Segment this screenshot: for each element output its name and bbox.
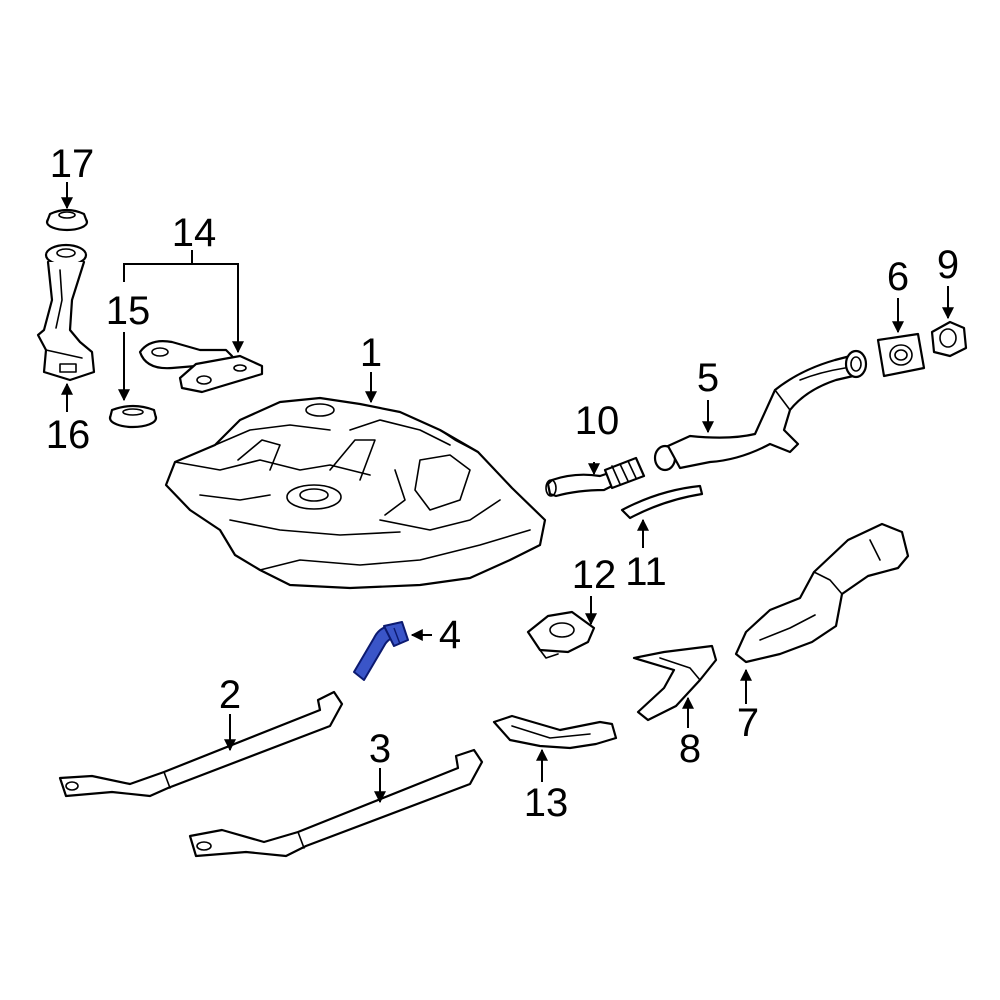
- callout-1[interactable]: 1: [360, 331, 382, 375]
- part-17-grommet[interactable]: [45, 208, 89, 232]
- callout-7[interactable]: 7: [737, 701, 759, 745]
- callout-10[interactable]: 10: [575, 399, 620, 443]
- callout-4[interactable]: 4: [439, 613, 461, 657]
- callout-17[interactable]: 17: [50, 142, 95, 186]
- part-9-cap[interactable]: [930, 320, 968, 358]
- callout-2[interactable]: 2: [219, 673, 241, 717]
- callout-9[interactable]: 9: [937, 243, 959, 287]
- callout-6[interactable]: 6: [887, 255, 909, 299]
- callout-3[interactable]: 3: [369, 727, 391, 771]
- part-11-strap[interactable]: [620, 484, 704, 520]
- callout-13[interactable]: 13: [524, 781, 569, 825]
- part-3-strap[interactable]: [188, 748, 484, 858]
- callout-14[interactable]: 14: [172, 211, 217, 255]
- callout-5[interactable]: 5: [697, 356, 719, 400]
- part-6-gasket[interactable]: [876, 332, 926, 378]
- part-10-filler-hose[interactable]: [545, 456, 646, 498]
- part-5-filler-pipe[interactable]: [653, 349, 868, 472]
- callout-11[interactable]: 11: [625, 550, 667, 594]
- part-13-bracket[interactable]: [492, 714, 618, 750]
- leader-14-bracket: [123, 263, 239, 282]
- part-8-bracket[interactable]: [632, 644, 718, 722]
- callout-16[interactable]: 16: [46, 413, 91, 457]
- part-2-strap[interactable]: [58, 690, 344, 798]
- callout-15[interactable]: 15: [106, 289, 151, 333]
- part-12-bracket[interactable]: [526, 610, 596, 659]
- callout-labels: 17 16 14 15 1 10 5 6 9 11 12 4 2 3 7 8 1…: [46, 142, 959, 825]
- part-4-vent-tube[interactable]: [353, 621, 409, 681]
- part-15-grommet[interactable]: [108, 404, 158, 429]
- part-16-bracket[interactable]: [36, 243, 96, 382]
- part-1-fuel-tank[interactable]: [164, 396, 547, 590]
- part-7-heat-shield[interactable]: [734, 522, 910, 664]
- part-14-strap-assembly[interactable]: [138, 340, 264, 394]
- callout-8[interactable]: 8: [679, 727, 701, 771]
- leader-lines: [61, 182, 954, 804]
- callout-12[interactable]: 12: [572, 553, 617, 597]
